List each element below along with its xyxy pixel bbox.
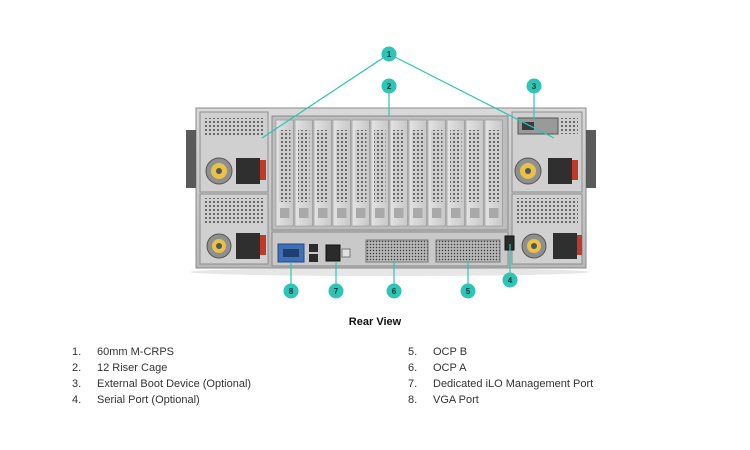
riser-slot [351,119,370,227]
diagram-title: Rear View [348,316,402,328]
legend-text: OCP B [433,346,468,358]
ilo-port [325,244,341,262]
legend-text: External Boot Device (Optional) [97,378,252,390]
callout-1: 1 [381,46,397,62]
power-inlet-icon [548,158,572,184]
riser-slot [370,119,389,227]
callout-number: 5 [466,287,471,296]
psu-left-top [199,111,269,193]
ocp-a-slot [365,239,429,263]
psu-right-top [511,111,583,193]
callout-markers: 1 2 3 4 5 6 7 8 [283,46,542,299]
power-inlet-icon [236,158,260,184]
legend-number: 8. [408,394,418,406]
callout-number: 7 [334,287,339,296]
riser-slot [446,119,465,227]
riser-slot [408,119,427,227]
io-strip [271,231,509,267]
callout-number: 4 [508,276,513,285]
legend-item: 6. OCP A [408,360,593,376]
riser-slot [294,119,313,227]
chassis-left-ear [186,130,196,188]
legend-number: 4. [72,394,82,406]
riser-slot [275,119,294,227]
legend-text: OCP A [433,362,467,374]
legend-text: Dedicated iLO Management Port [433,378,594,390]
callout-number: 3 [532,82,537,91]
riser-slot [484,119,503,227]
usb-port [309,244,318,252]
legend-text: 12 Riser Cage [97,362,168,374]
legend-left: 1. 60mm M-CRPS 2. 12 Riser Cage 3. External… [72,344,251,408]
callout-5: 5 [460,283,476,299]
callout-2: 2 [381,78,397,94]
legend-item: 7. Dedicated iLO Management Port [408,376,593,392]
legend-number: 1. [72,346,82,358]
riser-cage [271,115,509,231]
legend-text: VGA Port [433,394,479,406]
callout-number: 6 [392,287,397,296]
chassis-right-ear [586,130,596,188]
chassis-shadow [190,268,590,276]
legend-item: 2. 12 Riser Cage [72,360,251,376]
legend-item: 3. External Boot Device (Optional) [72,376,251,392]
riser-slot [332,119,351,227]
psu-right-bottom [511,193,583,265]
server-rear-diagram: 1 2 3 4 5 6 7 8 [186,46,596,299]
riser-slot [465,119,484,227]
legend-item: 8. VGA Port [408,392,593,408]
riser-slot [389,119,408,227]
server-rear-illustration: 1 2 3 4 5 6 7 8 [186,46,596,299]
callout-6: 6 [386,283,402,299]
callout-4: 4 [502,272,518,288]
callout-number: 2 [387,82,392,91]
psu-left-bottom [199,193,269,265]
callout-number: 1 [387,50,392,59]
callout-8: 8 [283,283,299,299]
legend-number: 2. [72,362,82,374]
callout-lines [261,53,555,284]
legend-number: 3. [72,378,82,390]
legend-text: 60mm M-CRPS [97,346,175,358]
power-inlet-icon [553,233,577,259]
legend-number: 5. [408,346,418,358]
callout-7: 7 [328,283,344,299]
legend-number: 6. [408,362,418,374]
power-inlet-icon [236,233,260,259]
riser-slot [427,119,446,227]
legend-item: 1. 60mm M-CRPS [72,344,251,360]
legend-number: 7. [408,378,418,390]
callout-3: 3 [526,78,542,94]
riser-slot [313,119,332,227]
ocp-b-slot [435,239,501,263]
legend-right: 5. OCP B 6. OCP A 7. Dedicated iLO Manageme… [408,344,593,408]
usb-port [309,254,318,262]
legend-item: 5. OCP B [408,344,593,360]
legend-text: Serial Port (Optional) [97,394,200,406]
callout-number: 8 [289,287,294,296]
legend-item: 4. Serial Port (Optional) [72,392,251,408]
